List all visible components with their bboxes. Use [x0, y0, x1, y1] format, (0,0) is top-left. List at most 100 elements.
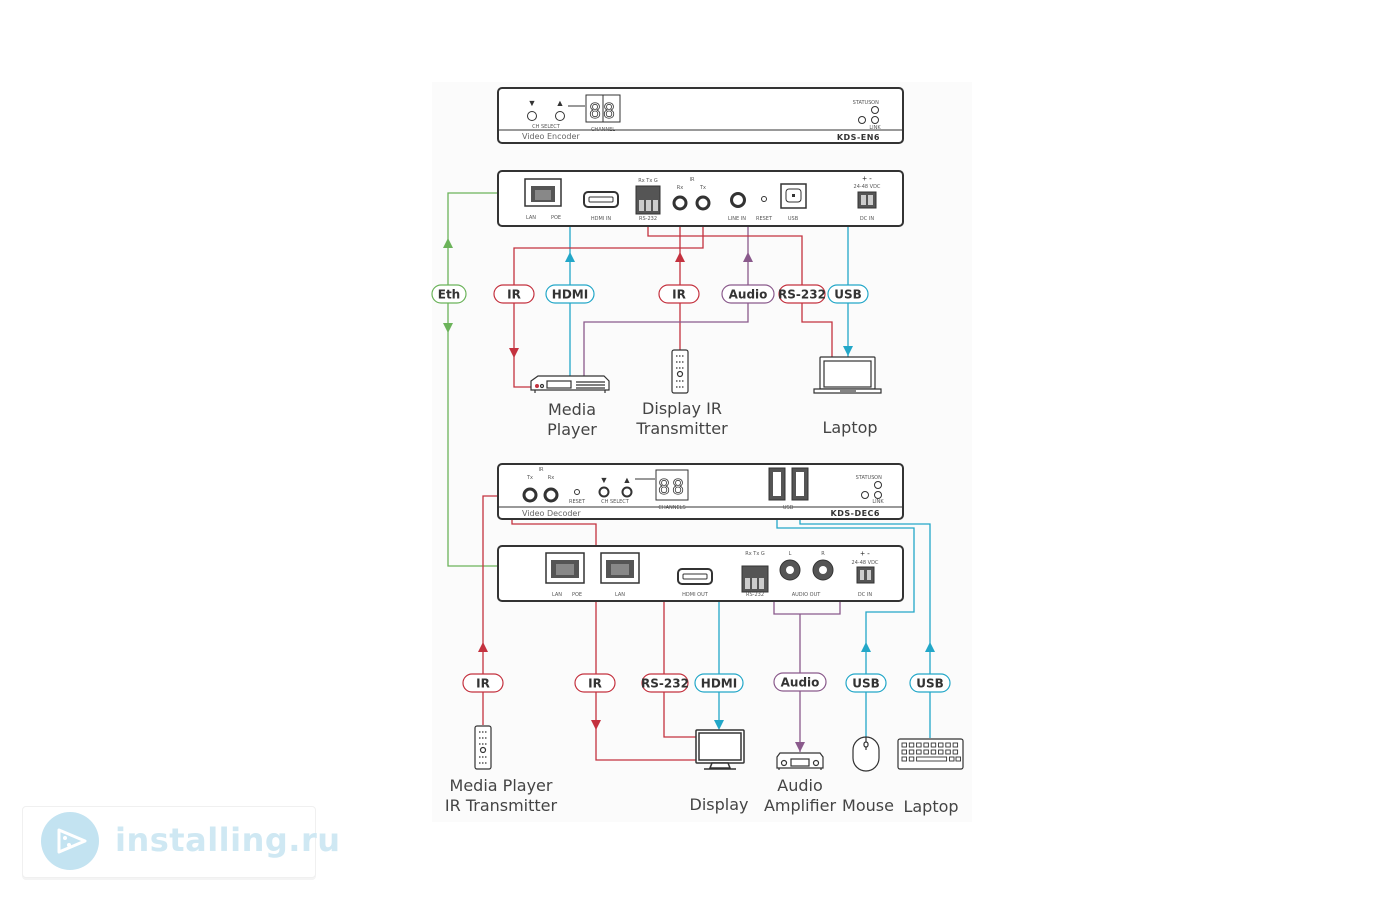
- keyboard-key: [938, 742, 944, 748]
- hdmi-arrow-up: [565, 252, 575, 262]
- media-player-ir-transmitter-label-line2: IR Transmitter: [445, 796, 558, 815]
- pill-text: HDMI: [552, 288, 588, 302]
- dec-rs232-pins-label: Rx Tx G: [745, 551, 765, 557]
- ir-label: IR: [690, 177, 695, 183]
- dec-reset-button[interactable]: [574, 489, 580, 495]
- usb-a-port-1[interactable]: [768, 467, 786, 501]
- model-label: KDS-EN6: [837, 133, 880, 142]
- status-led: [858, 116, 866, 124]
- hdmi-arrow-down-display: [714, 720, 724, 730]
- pill-text: USB: [834, 288, 862, 302]
- rs232-terminal[interactable]: [635, 185, 661, 215]
- pill-outline: [773, 672, 827, 692]
- dec-usb-label: USB: [783, 505, 794, 511]
- rs232-label: RS-232: [639, 216, 657, 222]
- hdmi-out-port[interactable]: [677, 568, 713, 585]
- pill-outline: [721, 284, 775, 304]
- audio-amplifier-label-line2: Amplifier: [764, 796, 837, 815]
- reset-button[interactable]: [761, 196, 767, 202]
- audio-out-r-port[interactable]: [812, 559, 834, 581]
- ir-rx-port[interactable]: [672, 195, 688, 211]
- decoder-lan-poe-port[interactable]: [545, 552, 585, 584]
- usb-a-port-2[interactable]: [791, 467, 809, 501]
- pill-outline: [493, 284, 535, 304]
- ir-transmitter-label-pill: IR: [658, 284, 700, 304]
- laptop-icon: [813, 356, 882, 394]
- usb-arrow-up-keyboard: [925, 642, 935, 652]
- pill-text: RS-232: [641, 677, 689, 691]
- audio-arrow-down-amp: [795, 742, 805, 752]
- ir-tx-port[interactable]: [695, 195, 711, 211]
- usb-arrow-down-laptop: [843, 346, 853, 356]
- dec-usb-mouse-label-pill: USB: [845, 673, 887, 693]
- decoder-front-panel: IR Tx Rx RESET ▼ ▲ CH SELECT 88 CHANNELS…: [497, 463, 904, 520]
- dec-link-label: LINK: [872, 499, 884, 505]
- audio-out-l-port[interactable]: [779, 559, 801, 581]
- link-led: [871, 116, 879, 124]
- pill-text: IR: [672, 288, 686, 302]
- on-led: [871, 106, 879, 114]
- ir-tx-label: Tx: [699, 185, 706, 191]
- ir-player-label-pill: IR: [493, 284, 535, 304]
- keyboard-key: [945, 742, 951, 748]
- dec-dc-polarity-label: + -: [860, 549, 870, 558]
- display-ir-remote-icon: [671, 349, 689, 394]
- keyboard-key: [901, 756, 907, 762]
- ir-rx-label: Rx: [677, 185, 683, 191]
- audio-out-label: AUDIO OUT: [792, 592, 822, 598]
- line-in-label: LINE IN: [728, 216, 746, 222]
- dec-ch-up-button[interactable]: [621, 486, 633, 498]
- hdmi-label-pill: HDMI: [545, 284, 595, 304]
- pill-text: HDMI: [701, 677, 737, 691]
- usb-b-port[interactable]: [780, 183, 807, 209]
- keyboard-key: [901, 742, 907, 748]
- dec-dc-in-port[interactable]: [856, 566, 875, 584]
- hdmi-in-port[interactable]: [583, 191, 619, 208]
- pill-text: Audio: [781, 676, 820, 690]
- dec-channel-digits: 88: [658, 475, 686, 499]
- keyboard-icon: [897, 738, 964, 770]
- pill-text: IR: [588, 677, 602, 691]
- reset-label: RESET: [756, 216, 773, 222]
- dec-link-led: [874, 491, 882, 499]
- dec-dc-in-label: DC IN: [858, 592, 872, 598]
- dec-rs232-label: RS-232: [746, 592, 764, 598]
- dec-ch-down-button[interactable]: [598, 486, 610, 498]
- encoder-lan-port[interactable]: [524, 178, 562, 207]
- line-in-port[interactable]: [730, 192, 746, 208]
- ch-up-button[interactable]: [555, 111, 565, 121]
- keyboard-key: [952, 742, 959, 748]
- decoder-rear-panel: LAN POE LAN HDMI OUT Rx Tx G RS-232 L R: [497, 545, 904, 602]
- pill-outline: [462, 673, 504, 693]
- hdmi-in-label: HDMI IN: [591, 216, 611, 222]
- display-ir-transmitter-label-line2: Transmitter: [635, 419, 728, 438]
- keyboard-key: [916, 742, 922, 748]
- pill-text: USB: [916, 677, 944, 691]
- dec-ir-label: IR: [539, 467, 544, 473]
- pill-text: RS-232: [778, 288, 826, 302]
- dec-on-led: [874, 481, 882, 489]
- device-type-label: Video Encoder: [522, 132, 580, 141]
- dc-in-port[interactable]: [857, 191, 877, 209]
- eth-label-pill: Eth: [431, 284, 467, 304]
- dec-rs232-terminal[interactable]: [741, 565, 769, 593]
- encoder-front-panel: ▼ ▲ 88 CH SELECT CHANNEL Video Encoder K…: [497, 87, 904, 144]
- link-label: LINK: [869, 125, 881, 131]
- dec-ir-tx-port[interactable]: [522, 487, 538, 503]
- keyboard-key: [908, 749, 915, 755]
- dec-ch-select-label: CH SELECT: [601, 499, 630, 505]
- keyboard-key: [923, 742, 929, 748]
- eth-arrow-up: [443, 238, 453, 248]
- ch-down-button[interactable]: [527, 111, 537, 121]
- pill-outline: [778, 284, 826, 304]
- dec-ir-rx-port[interactable]: [543, 487, 559, 503]
- pill-outline: [694, 673, 744, 693]
- decoder-lan-port[interactable]: [600, 552, 640, 584]
- dc-voltage-label: 24-48 VDC: [854, 184, 881, 190]
- display-label: Display: [690, 795, 749, 814]
- media-player-label-line1: Media: [548, 400, 596, 419]
- channel-digits: 88: [589, 99, 617, 123]
- dec-hdmi-label-pill: HDMI: [694, 673, 744, 693]
- dc-in-label: DC IN: [860, 216, 874, 222]
- keyboard-key: [930, 742, 937, 748]
